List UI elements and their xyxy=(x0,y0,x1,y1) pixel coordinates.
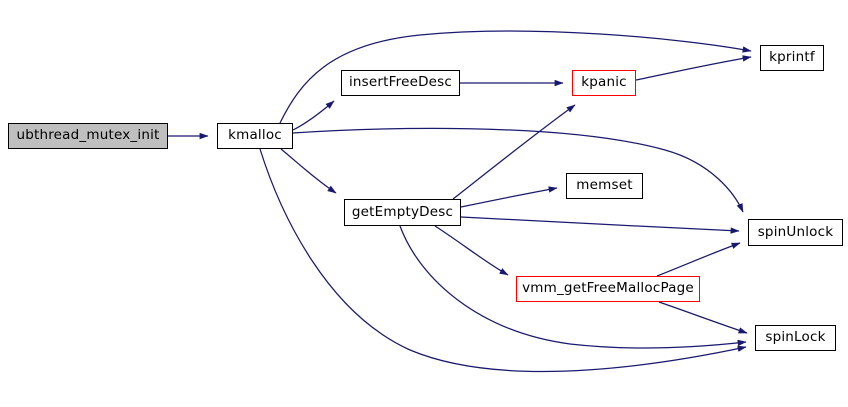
node-label: kpanic xyxy=(581,74,627,91)
node-memset[interactable]: memset xyxy=(566,173,643,199)
edge-kmalloc-insertFreeDesc xyxy=(292,100,335,131)
node-label: insertFreeDesc xyxy=(348,74,453,91)
edge-kmalloc-spinUnlock xyxy=(292,127,744,213)
edge-getEmptyDesc-memset xyxy=(460,186,558,208)
edge-getEmptyDesc-vmm_getFreeMallocPage xyxy=(434,225,509,276)
node-kmalloc[interactable]: kmalloc xyxy=(217,123,293,149)
edge-kmalloc-getEmptyDesc xyxy=(280,148,337,194)
node-vmm-get-free-malloc-page[interactable]: vmm_getFreeMallocPage xyxy=(516,276,700,302)
node-label: kprintf xyxy=(769,49,815,66)
node-label: spinLock xyxy=(765,329,826,346)
edge-kpanic-kprintf xyxy=(635,55,752,81)
node-insert-free-desc[interactable]: insertFreeDesc xyxy=(341,70,460,96)
node-label: ubthread_mutex_init xyxy=(16,127,160,144)
node-label: kmalloc xyxy=(228,127,282,144)
edge-getEmptyDesc-spinLock xyxy=(399,225,747,349)
edge-getEmptyDesc-spinUnlock xyxy=(460,216,740,234)
node-get-empty-desc[interactable]: getEmptyDesc xyxy=(344,199,461,226)
edge-vmm_getFreeMallocPage-spinUnlock xyxy=(656,242,741,277)
node-label: vmm_getFreeMallocPage xyxy=(522,280,694,297)
edge-kmalloc-kprintf xyxy=(279,30,752,124)
node-label: memset xyxy=(576,177,633,194)
node-label: spinUnlock xyxy=(757,223,834,240)
edge-vmm_getFreeMallocPage-spinLock xyxy=(658,301,748,334)
edge-kmalloc-spinLock xyxy=(259,148,747,373)
edge-getEmptyDesc-kpanic xyxy=(452,104,576,200)
node-kprintf[interactable]: kprintf xyxy=(760,45,824,71)
node-spin-lock[interactable]: spinLock xyxy=(755,325,836,351)
node-kpanic[interactable]: kpanic xyxy=(572,70,636,96)
node-spin-unlock[interactable]: spinUnlock xyxy=(748,219,843,246)
node-label: getEmptyDesc xyxy=(351,203,454,220)
node-ubthread-mutex-init[interactable]: ubthread_mutex_init xyxy=(8,123,168,149)
